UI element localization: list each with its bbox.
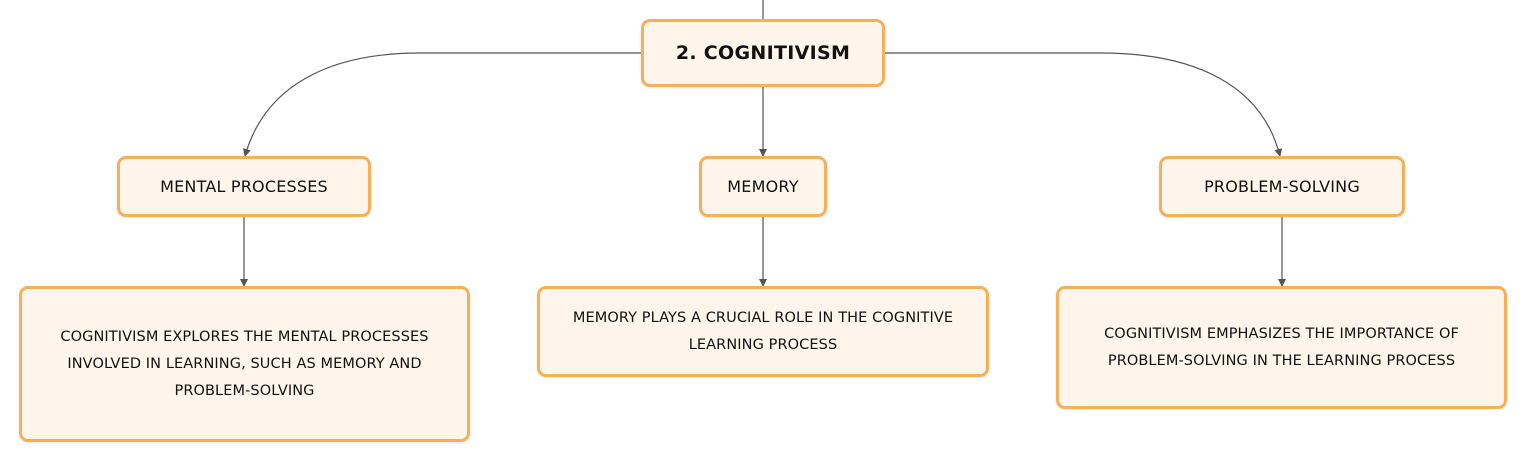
detail-node-text: COGNITIVISM EXPLORES THE MENTAL PROCESSE… [60,328,429,399]
branch-node-memory[interactable]: MEMORY [699,156,827,217]
branch-node-label: MEMORY [727,177,799,196]
root-node-label: 2. COGNITIVISM [675,42,851,64]
branch-node-mental-processes[interactable]: MENTAL PROCESSES [117,156,371,217]
detail-node-text: COGNITIVISM EMPHASIZES THE IMPORTANCE OF… [1104,325,1459,369]
branch-node-label: PROBLEM-SOLVING [1204,177,1360,196]
detail-node-text: MEMORY PLAYS A CRUCIAL ROLE IN THE COGNI… [572,309,954,353]
detail-node-memory[interactable]: MEMORY PLAYS A CRUCIAL ROLE IN THE COGNI… [537,286,989,377]
root-node[interactable]: 2. COGNITIVISM [641,19,885,87]
detail-node-mental-processes[interactable]: COGNITIVISM EXPLORES THE MENTAL PROCESSE… [19,286,470,442]
branch-node-problem-solving[interactable]: PROBLEM-SOLVING [1159,156,1405,217]
branch-node-label: MENTAL PROCESSES [160,177,328,196]
connector-root-to-mental-processes [243,52,641,157]
detail-node-problem-solving[interactable]: COGNITIVISM EMPHASIZES THE IMPORTANCE OF… [1056,286,1507,409]
connector-root-to-problem-solving [885,52,1283,157]
